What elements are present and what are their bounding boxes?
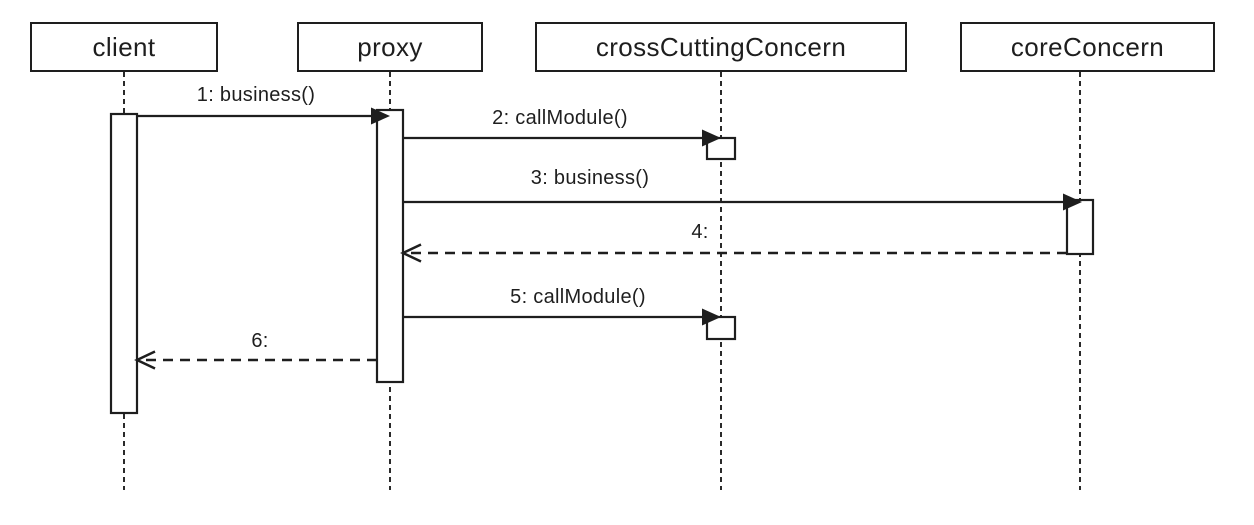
actor-coreconcern-label: coreConcern bbox=[1010, 31, 1165, 62]
message-4-label: 4: bbox=[691, 221, 709, 243]
message-5-arrow bbox=[403, 308, 721, 326]
actor-crosscuttingconcern: crossCuttingConcern bbox=[535, 22, 907, 72]
message-5-label: 5: callModule() bbox=[510, 286, 646, 308]
message-2-label: 2: callModule() bbox=[492, 107, 628, 129]
actor-client: client bbox=[30, 22, 218, 72]
message-1-arrow bbox=[137, 107, 390, 125]
actor-client-label: client bbox=[92, 31, 156, 62]
actor-crosscuttingconcern-label: crossCuttingConcern bbox=[595, 31, 847, 62]
actor-coreconcern: coreConcern bbox=[960, 22, 1215, 72]
message-4-arrow bbox=[400, 243, 1067, 263]
activation-client bbox=[109, 112, 139, 415]
message-3-label: 3: business() bbox=[530, 167, 650, 189]
actor-proxy: proxy bbox=[297, 22, 483, 72]
message-6-arrow bbox=[134, 350, 377, 370]
activation-proxy bbox=[375, 108, 405, 384]
activation-coreconcern bbox=[1065, 198, 1095, 256]
message-3-arrow bbox=[403, 193, 1082, 211]
message-1-label: 1: business() bbox=[196, 84, 316, 106]
message-6-label: 6: bbox=[251, 330, 269, 352]
actor-proxy-label: proxy bbox=[357, 31, 423, 62]
message-2-arrow bbox=[403, 129, 721, 147]
